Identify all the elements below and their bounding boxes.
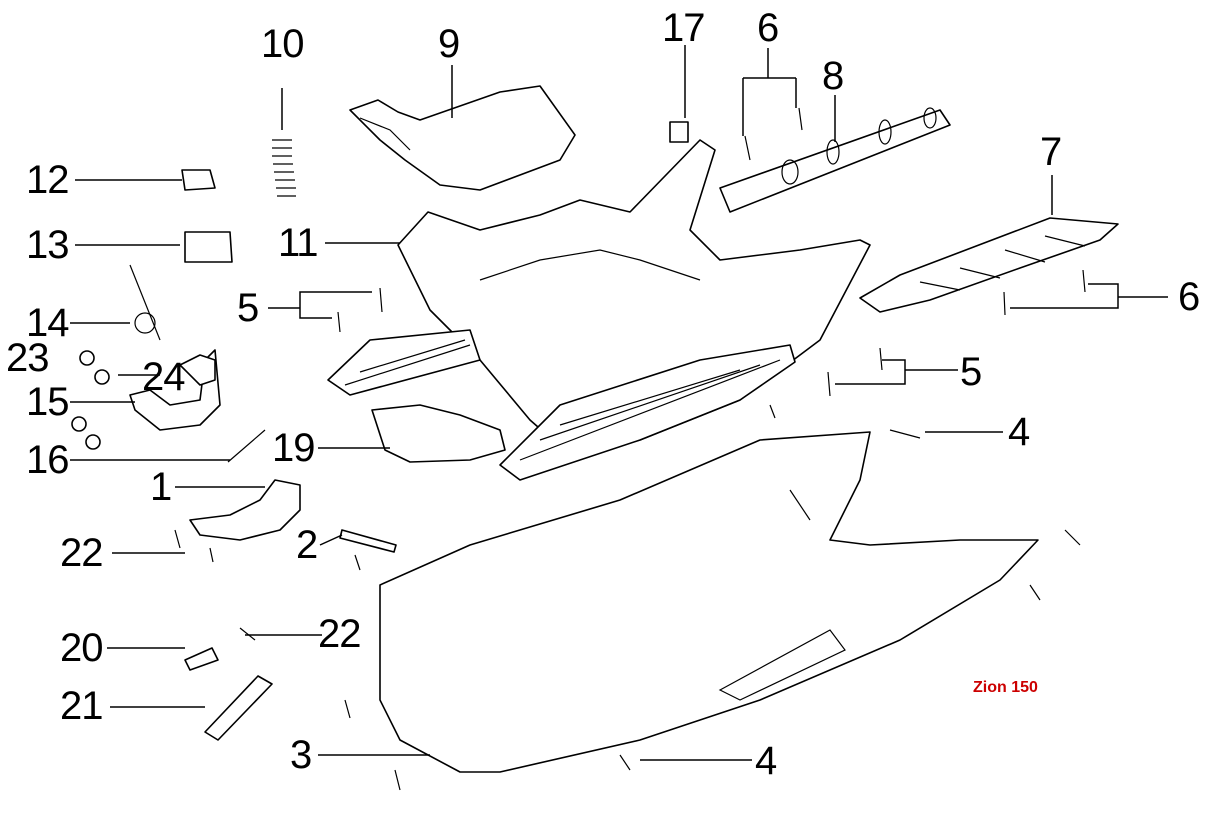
callout-8: 8: [822, 54, 844, 98]
part-15-bracket: [129, 349, 221, 431]
part-24-bracket: [179, 354, 216, 386]
callout-10: 10: [261, 22, 304, 66]
part-7-side-cover: [859, 217, 1119, 313]
floor-grid-left: [327, 329, 481, 396]
callout-11: 11: [278, 221, 319, 265]
fasteners: [174, 107, 1086, 791]
callout-23: 23: [6, 336, 49, 380]
callout-18: 20: [60, 626, 103, 670]
part-12-clip: [181, 169, 216, 191]
leader-lines: [70, 45, 1168, 761]
part-21-clip: [669, 121, 689, 143]
callout-14: 14: [26, 301, 69, 345]
callout-20: 22: [60, 531, 103, 575]
part-18-grommet: [184, 647, 219, 671]
callout-4-bottom: 4: [755, 739, 777, 783]
callout-6-right: 6: [1178, 275, 1200, 319]
callout-16: 16: [26, 438, 69, 482]
part-1-lower-bracket: [189, 479, 301, 541]
callout-6-top: 6: [757, 6, 779, 50]
washers: [71, 350, 110, 450]
callout-3: 3: [290, 733, 312, 777]
part-10-spring: [272, 139, 296, 197]
part-13-clip: [184, 231, 233, 263]
callout-9: 9: [438, 22, 460, 66]
part-3-lower-cover: [379, 431, 1039, 773]
part-19-tube: [204, 675, 273, 741]
callout-5-left: 5: [237, 286, 259, 330]
callout-17: 19: [272, 426, 315, 470]
model-label: Zion 150: [973, 679, 1038, 696]
callout-21: 17: [662, 6, 705, 50]
part-14-spring: [129, 264, 161, 341]
part-9-storage-lid: [349, 85, 576, 191]
callout-2: 2: [296, 523, 318, 567]
callout-19: 21: [60, 684, 103, 728]
callout-15: 15: [26, 380, 69, 424]
callout-7: 7: [1040, 130, 1062, 174]
callout-22: 22: [318, 612, 361, 656]
callout-13: 13: [26, 223, 69, 267]
callout-4-top: 4: [1008, 410, 1030, 454]
floor-grid-right: [499, 344, 796, 481]
callout-12: 12: [26, 158, 69, 202]
part-2-rod: [339, 529, 397, 553]
part-17-inner-tray: [371, 404, 506, 463]
part-8-side-rail: [719, 107, 951, 213]
callout-5-right: 5: [960, 350, 982, 394]
part-16-pin: [227, 429, 266, 463]
callout-24: 24: [142, 355, 185, 399]
callout-1: 1: [150, 465, 172, 509]
